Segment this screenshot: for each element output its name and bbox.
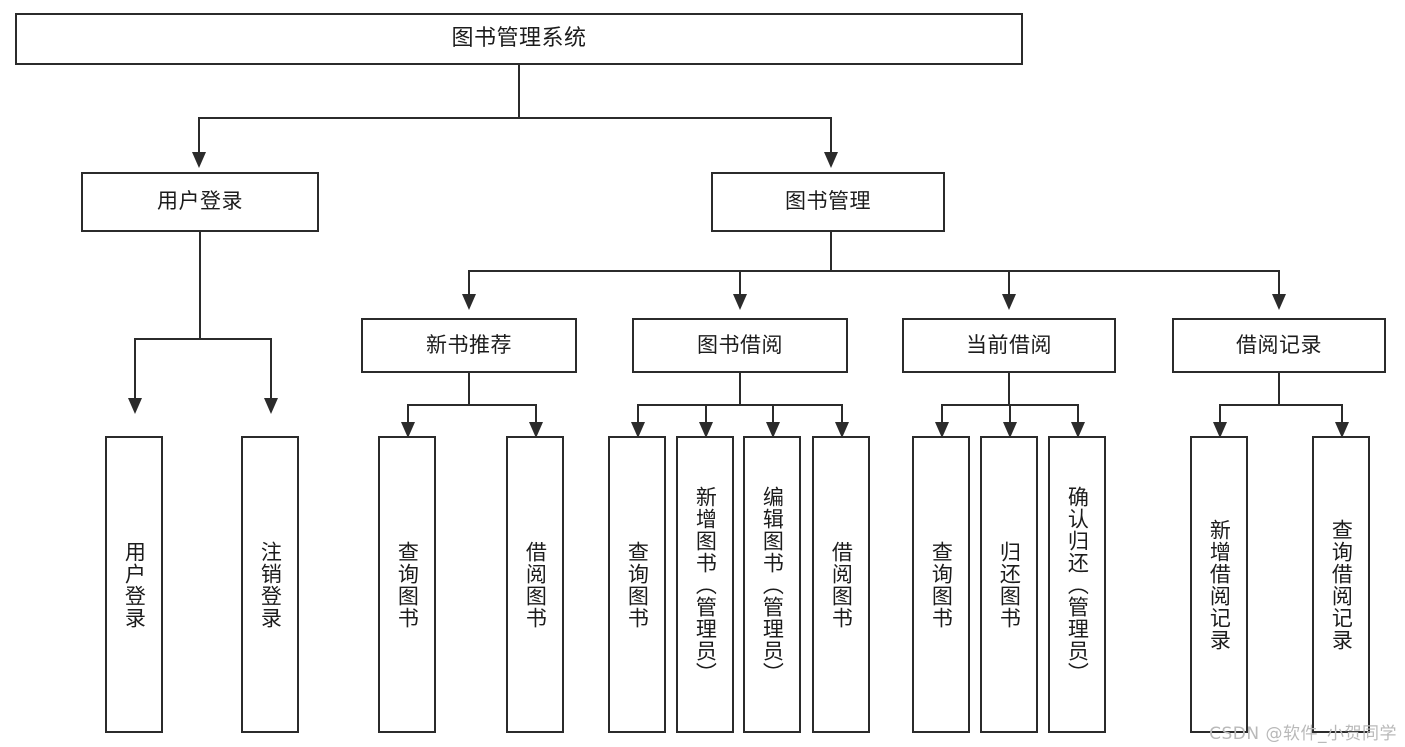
arrowhead-new-book-child-1 — [529, 422, 543, 438]
connector-new-book-child-1 — [535, 404, 537, 422]
connector-user-login-bus — [134, 338, 271, 340]
leaf-borrow-book[interactable]: 借阅图书 — [812, 436, 870, 733]
arrowhead-current-borrow-child-0 — [935, 422, 949, 438]
connector-book-borrow-child-0 — [637, 404, 639, 422]
connector-to-leaf-logout — [270, 338, 272, 398]
connector-to-borrow-records — [1278, 270, 1280, 294]
connector-to-current-borrow — [1008, 270, 1010, 294]
connector-borrow-records-child-1 — [1341, 404, 1343, 422]
leaf-query-book-recommend[interactable]: 查询图书 — [378, 436, 436, 733]
arrowhead-current-borrow — [1002, 294, 1016, 310]
leaf-label: 查询图书 — [625, 540, 650, 629]
leaf-add-borrow-record[interactable]: 新增借阅记录 — [1190, 436, 1248, 733]
leaf-return-book[interactable]: 归还图书 — [980, 436, 1038, 733]
arrowhead-user-login — [192, 152, 206, 168]
connector-new-book-bus — [407, 404, 536, 406]
node-user-login[interactable]: 用户登录 — [81, 172, 319, 232]
leaf-label: 编辑图书（管理员） — [760, 485, 785, 684]
leaf-label: 查询图书 — [929, 540, 954, 629]
connector-borrow-records-bus — [1219, 404, 1343, 406]
connector-current-borrow-stem — [1008, 373, 1010, 406]
arrowhead-borrow-records — [1272, 294, 1286, 310]
connector-root-to-user-login — [198, 117, 200, 152]
arrowhead-new-book-recommend — [462, 294, 476, 310]
node-book-borrow[interactable]: 图书借阅 — [632, 318, 848, 373]
arrowhead-book-management — [824, 152, 838, 168]
leaf-label: 用户登录 — [122, 540, 147, 629]
arrowhead-new-book-child-0 — [401, 422, 415, 438]
connector-to-leaf-user-login — [134, 338, 136, 398]
connector-book-management-stem — [830, 232, 832, 272]
connector-root-stem — [518, 65, 520, 119]
arrowhead-book-borrow-child-2 — [766, 422, 780, 438]
leaf-borrow-book-recommend[interactable]: 借阅图书 — [506, 436, 564, 733]
connector-new-book-stem — [468, 373, 470, 406]
connector-current-borrow-child-0 — [941, 404, 943, 422]
arrowhead-leaf-user-login — [128, 398, 142, 414]
node-label: 用户登录 — [157, 189, 243, 214]
leaf-label: 查询图书 — [395, 540, 420, 629]
arrowhead-book-borrow-child-0 — [631, 422, 645, 438]
arrowhead-book-borrow-child-1 — [699, 422, 713, 438]
leaf-label: 借阅图书 — [523, 540, 548, 629]
connector-borrow-records-child-0 — [1219, 404, 1221, 422]
arrowhead-book-borrow — [733, 294, 747, 310]
arrowhead-current-borrow-child-2 — [1071, 422, 1085, 438]
connector-book-borrow-child-2 — [772, 404, 774, 422]
node-borrow-records[interactable]: 借阅记录 — [1172, 318, 1386, 373]
leaf-label: 查询借阅记录 — [1329, 518, 1354, 651]
connector-book-management-bus — [468, 270, 1280, 272]
connector-to-book-borrow — [739, 270, 741, 294]
connector-new-book-child-0 — [407, 404, 409, 422]
connector-to-new-book-recommend — [468, 270, 470, 294]
leaf-label: 确认归还（管理员） — [1065, 485, 1090, 684]
node-label: 图书管理系统 — [451, 25, 587, 51]
connector-book-borrow-child-3 — [841, 404, 843, 422]
connector-book-borrow-child-1 — [705, 404, 707, 422]
connector-borrow-records-stem — [1278, 373, 1280, 406]
node-label: 借阅记录 — [1236, 332, 1322, 357]
leaf-label: 注销登录 — [258, 540, 283, 629]
arrowhead-current-borrow-child-1 — [1003, 422, 1017, 438]
node-book-management[interactable]: 图书管理 — [711, 172, 945, 232]
arrowhead-borrow-records-child-1 — [1335, 422, 1349, 438]
leaf-query-book-current[interactable]: 查询图书 — [912, 436, 970, 733]
leaf-query-book-borrow[interactable]: 查询图书 — [608, 436, 666, 733]
leaf-edit-book-admin[interactable]: 编辑图书（管理员） — [743, 436, 801, 733]
connector-book-borrow-stem — [739, 373, 741, 406]
leaf-label: 归还图书 — [997, 540, 1022, 629]
connector-root-bus — [198, 117, 832, 119]
node-new-book-recommend[interactable]: 新书推荐 — [361, 318, 577, 373]
connector-current-borrow-child-2 — [1077, 404, 1079, 422]
node-current-borrow[interactable]: 当前借阅 — [902, 318, 1116, 373]
node-label: 新书推荐 — [426, 332, 512, 357]
arrowhead-borrow-records-child-0 — [1213, 422, 1227, 438]
arrowhead-book-borrow-child-3 — [835, 422, 849, 438]
leaf-add-book-admin[interactable]: 新增图书（管理员） — [676, 436, 734, 733]
node-label: 当前借阅 — [966, 332, 1052, 357]
leaf-user-login[interactable]: 用户登录 — [105, 436, 163, 733]
node-label: 图书借阅 — [697, 332, 783, 357]
connector-book-borrow-bus — [637, 404, 843, 406]
leaf-label: 借阅图书 — [829, 540, 854, 629]
connector-user-login-stem — [199, 232, 201, 340]
connector-root-to-book-management — [830, 117, 832, 152]
leaf-confirm-return-admin[interactable]: 确认归还（管理员） — [1048, 436, 1106, 733]
node-root-book-management-system[interactable]: 图书管理系统 — [15, 13, 1023, 65]
leaf-logout[interactable]: 注销登录 — [241, 436, 299, 733]
connector-current-borrow-child-1 — [1009, 404, 1011, 422]
arrowhead-leaf-logout — [264, 398, 278, 414]
leaf-label: 新增借阅记录 — [1207, 518, 1232, 651]
leaf-label: 新增图书（管理员） — [693, 485, 718, 684]
leaf-query-borrow-record[interactable]: 查询借阅记录 — [1312, 436, 1370, 733]
node-label: 图书管理 — [785, 189, 871, 214]
